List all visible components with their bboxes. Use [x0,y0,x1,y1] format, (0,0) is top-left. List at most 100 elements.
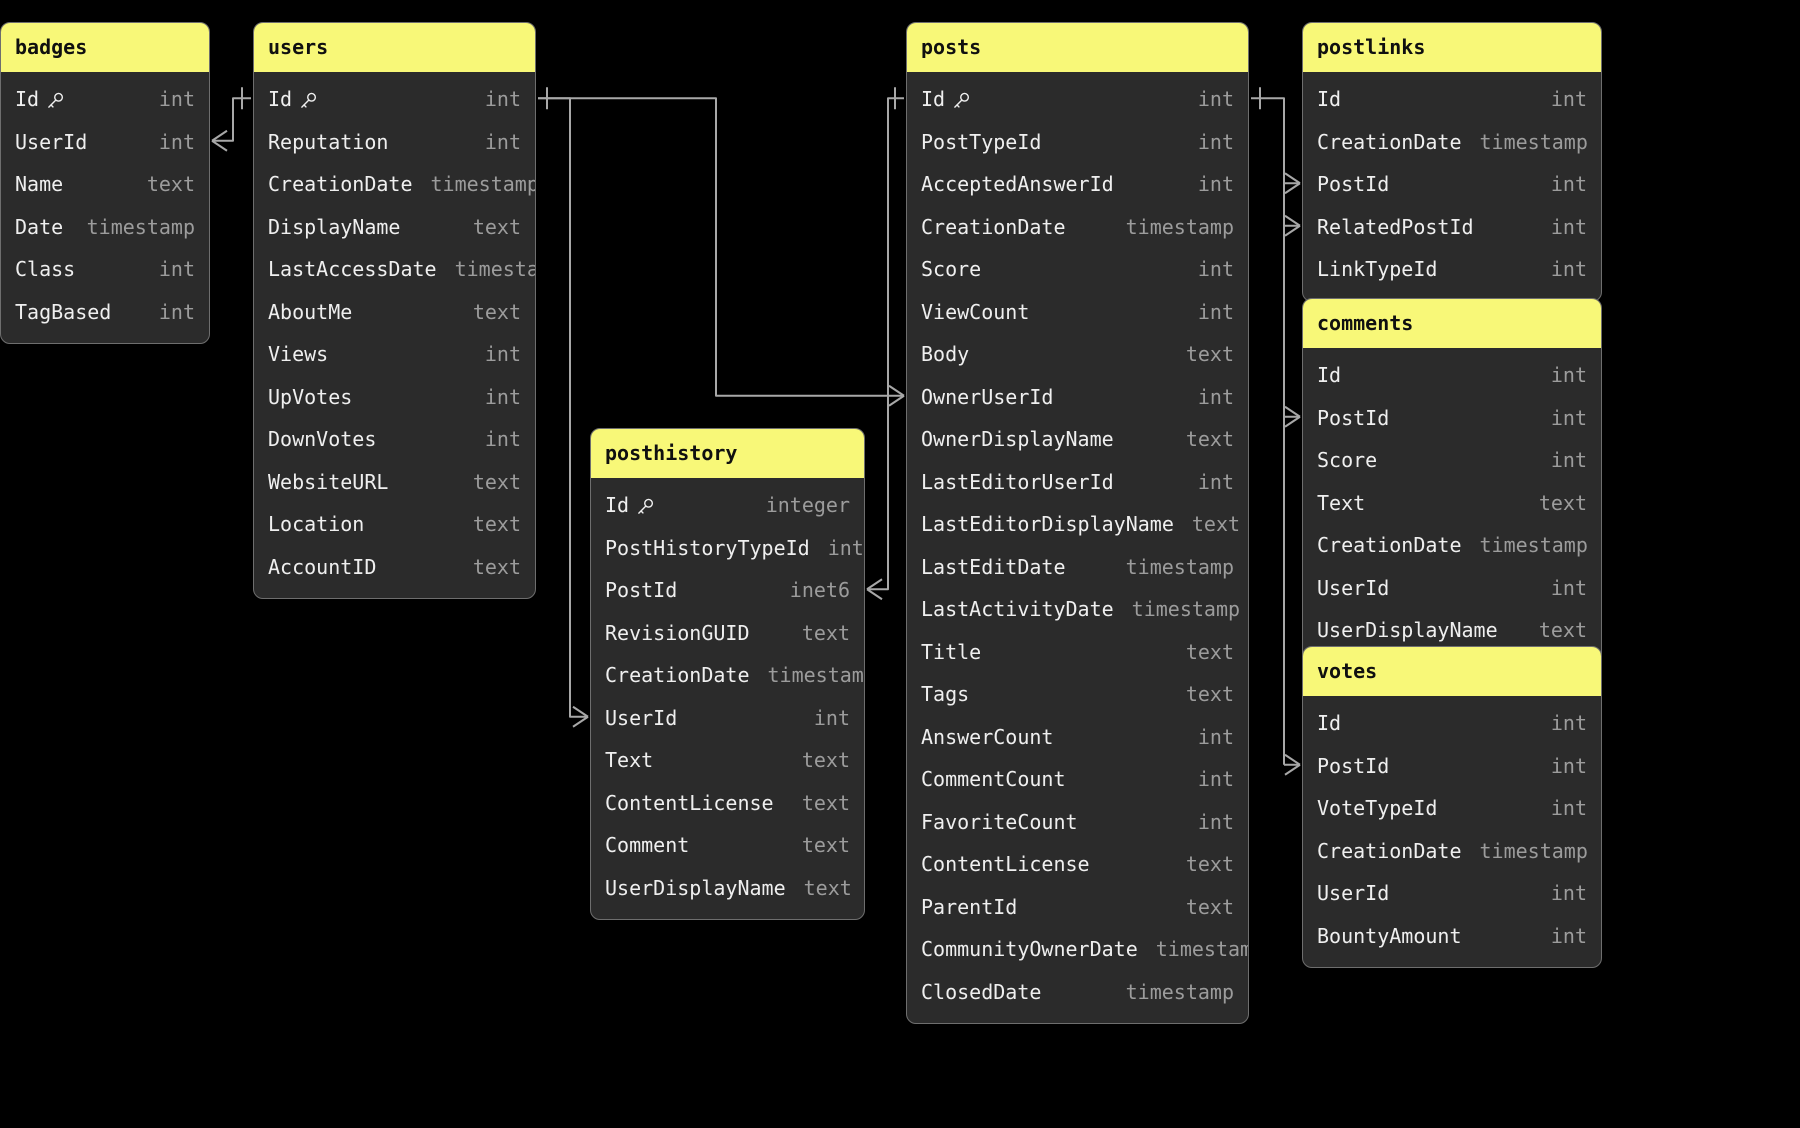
table-title-posthistory: posthistory [591,429,864,478]
field-type-label: text [1185,342,1234,367]
field-name-label: UserId [1317,881,1390,906]
field-type-label: int [484,87,521,112]
field-name-label: OwnerDisplayName [921,427,1114,452]
field-name-label: Name [15,172,64,197]
field-name-cell: PostTypeId [921,130,1041,154]
field-name-label: Tags [921,682,970,707]
field-name-label: Id [1317,363,1342,388]
field-row[interactable]: LastAccessDatetimestamp [254,248,535,291]
field-name-label: AnswerCount [921,724,1054,749]
relationship-line [572,705,589,718]
field-name-label: PostId [605,578,678,603]
field-name-cell: Text [605,748,653,772]
field-name-label: UserId [15,129,88,154]
field-name-cell: DownVotes [268,427,376,451]
field-type-label: int [484,384,521,409]
field-name-label: CreationDate [268,172,413,197]
key-icon [952,91,971,110]
field-type-label: int [1550,172,1587,197]
field-type-label: int [1197,469,1234,494]
field-name-cell: Views [268,342,328,366]
field-row[interactable]: CommunityOwnerDatetimestamp [907,928,1248,971]
field-name-cell: CreationDate [1317,130,1462,154]
field-name-cell: OwnerUserId [921,385,1053,409]
field-name-cell: Score [921,257,981,281]
field-type-label: int [1197,809,1234,834]
